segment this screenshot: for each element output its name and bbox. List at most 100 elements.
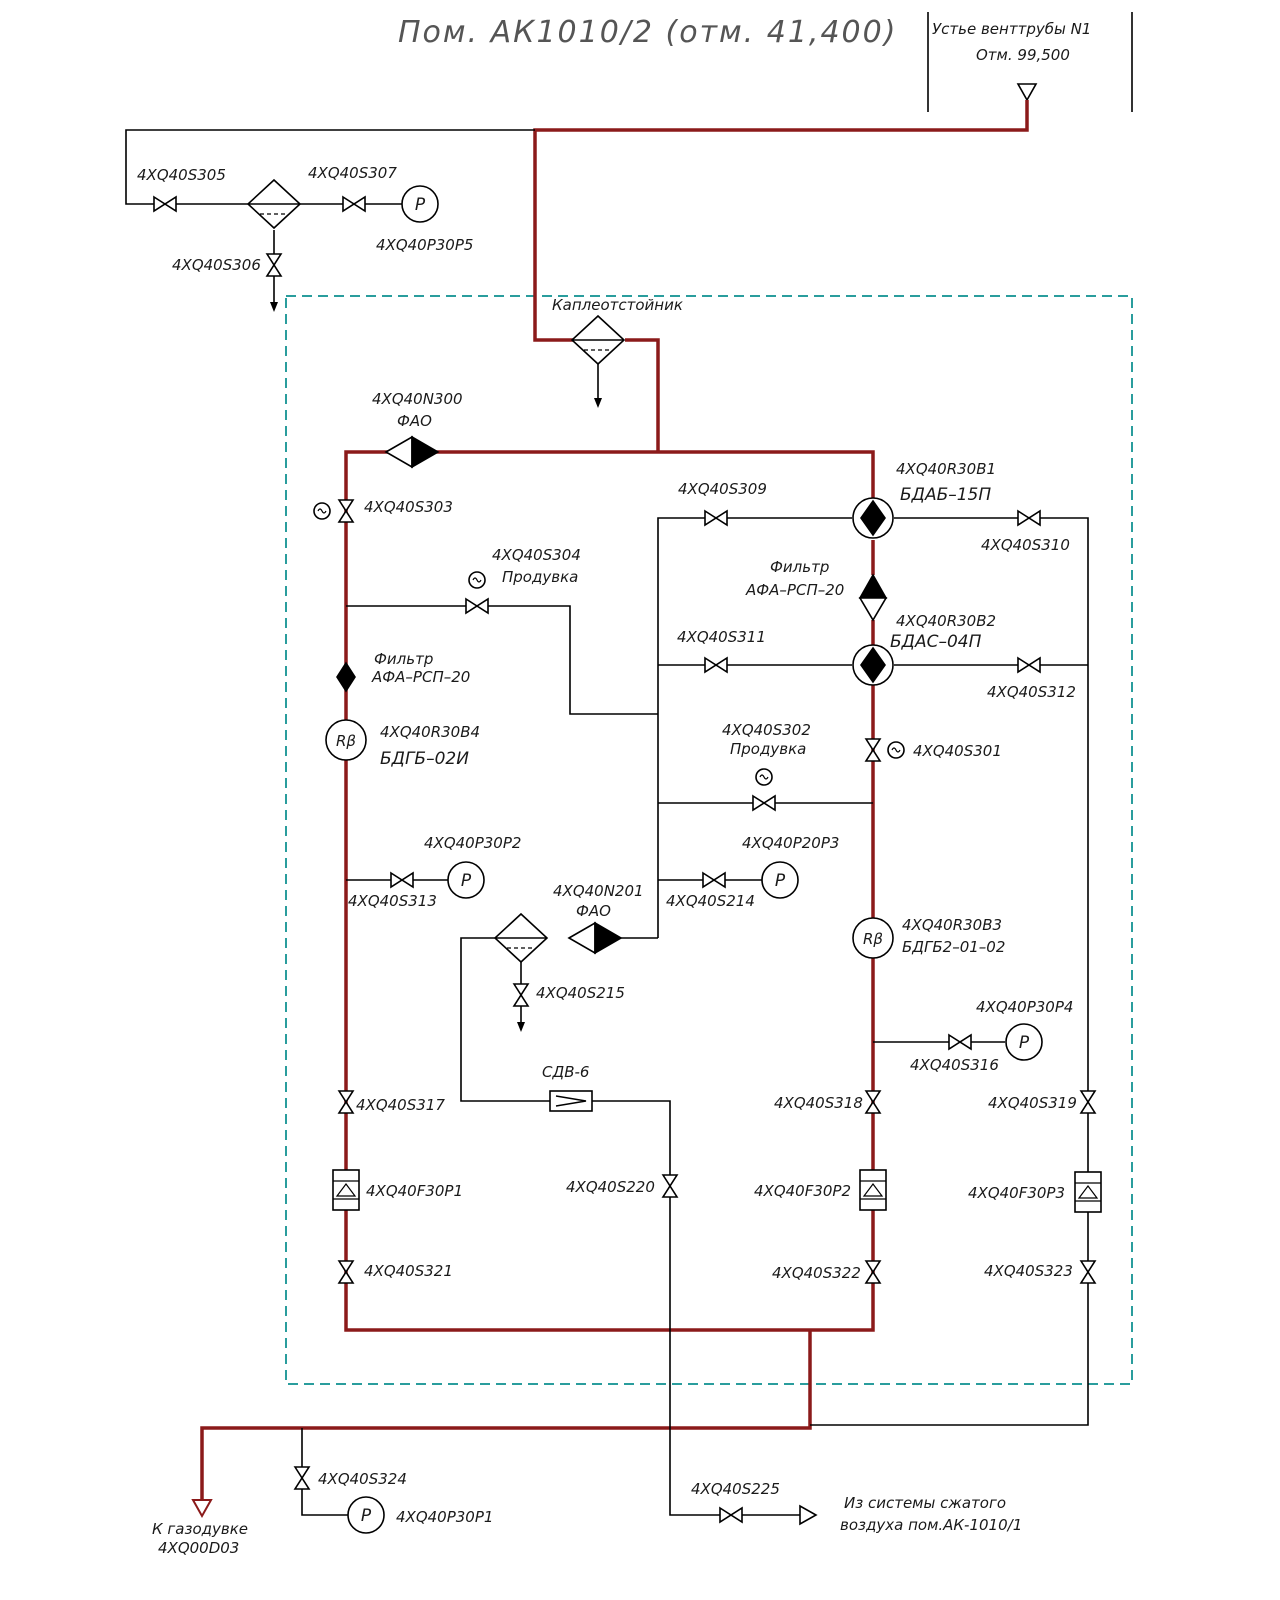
- valve-s321-icon[interactable]: [338, 1260, 354, 1284]
- label-s317: 4XQ40S317: [356, 1096, 445, 1114]
- label-purge-s304: Продувка: [502, 568, 578, 586]
- actuator-s301-icon: [887, 741, 905, 759]
- valve-s215-icon[interactable]: [513, 983, 529, 1007]
- valve-s309-icon[interactable]: [704, 510, 728, 526]
- actuator-s303-icon: [313, 502, 331, 520]
- valve-s307-icon[interactable]: [342, 196, 366, 212]
- label-s220: 4XQ40S220: [566, 1178, 655, 1196]
- flowmeter-f2-icon: [859, 1169, 887, 1211]
- valve-s317-icon[interactable]: [338, 1090, 354, 1114]
- valve-s324-icon[interactable]: [294, 1466, 310, 1490]
- valve-s301-icon[interactable]: [865, 738, 881, 762]
- valve-s318-icon[interactable]: [865, 1090, 881, 1114]
- label-s225: 4XQ40S225: [691, 1480, 780, 1498]
- detector-b1-icon: [852, 497, 894, 539]
- valve-s323-icon[interactable]: [1080, 1260, 1096, 1284]
- label-s306: 4XQ40S306: [172, 256, 261, 274]
- valve-s322-icon[interactable]: [865, 1260, 881, 1284]
- label-b4-tag: 4XQ40R30B4: [380, 723, 480, 741]
- label-p20p3: 4XQ40P20P3: [742, 834, 839, 852]
- sdv6-icon: [549, 1090, 593, 1112]
- detector-b2-icon: [852, 644, 894, 686]
- label-outlet-line2: 4XQ00D03: [158, 1539, 239, 1557]
- label-s305: 4XQ40S305: [137, 166, 226, 184]
- label-s323: 4XQ40S323: [984, 1262, 1073, 1280]
- rb-letter: Rβ: [336, 732, 356, 750]
- label-p30p4: 4XQ40P30P4: [976, 998, 1073, 1016]
- label-s309: 4XQ40S309: [678, 480, 767, 498]
- label-b2-tag: 4XQ40R30B2: [896, 612, 996, 630]
- valve-s214-icon[interactable]: [702, 872, 726, 888]
- label-p30p1: 4XQ40P30P1: [396, 1508, 493, 1526]
- inlet-marker-icon: [799, 1504, 818, 1526]
- actuator-s304-icon: [468, 571, 486, 589]
- label-filter-right-model: АФА–РСП–20: [745, 581, 844, 599]
- label-s312: 4XQ40S312: [987, 683, 1076, 701]
- label-b1-model: БДАБ–15П: [900, 485, 991, 505]
- gauge-letter: P: [415, 195, 426, 215]
- label-s318: 4XQ40S318: [774, 1094, 863, 1112]
- label-n201: 4XQ40N201: [553, 882, 644, 900]
- label-b2-model: БДАС–04П: [890, 632, 982, 652]
- flowmeter-f1-icon: [332, 1169, 360, 1211]
- actuator-s302-icon: [755, 768, 773, 786]
- label-s307: 4XQ40S307: [308, 164, 397, 182]
- valve-s305-icon[interactable]: [153, 196, 177, 212]
- label-s310: 4XQ40S310: [981, 536, 1070, 554]
- label-sdv6: СДВ-6: [542, 1063, 589, 1081]
- fao-n201-icon: [568, 922, 622, 954]
- label-s316: 4XQ40S316: [910, 1056, 999, 1074]
- label-n300: 4XQ40N300: [372, 390, 463, 408]
- label-p30p5: 4XQ40P30P5: [376, 236, 473, 254]
- label-s304: 4XQ40S304: [492, 546, 581, 564]
- label-s313: 4XQ40S313: [348, 892, 437, 910]
- gauge-letter: P: [775, 871, 786, 891]
- label-purge-s302: Продувка: [730, 740, 806, 758]
- label-s215: 4XQ40S215: [536, 984, 625, 1002]
- label-f2: 4XQ40F30P2: [754, 1182, 851, 1200]
- valve-s306-icon[interactable]: [266, 253, 282, 277]
- vent-line1: Устье венттрубы N1: [932, 20, 1091, 38]
- room-boundary: [285, 295, 1133, 1385]
- gauge-letter: P: [361, 1506, 372, 1526]
- label-b1-tag: 4XQ40R30B1: [896, 460, 996, 478]
- label-inlet-line1: Из системы сжатого: [844, 1494, 1006, 1512]
- label-f1: 4XQ40F30P1: [366, 1182, 463, 1200]
- label-s321: 4XQ40S321: [364, 1262, 453, 1280]
- label-s303: 4XQ40S303: [364, 498, 453, 516]
- label-outlet-line1: К газодувке: [152, 1520, 248, 1538]
- label-b3-tag: 4XQ40R30B3: [902, 916, 1002, 934]
- drop-settler-icon: [571, 315, 625, 365]
- vent-line2: Отм. 99,500: [976, 46, 1070, 64]
- label-dropsettler: Каплеотстойник: [552, 296, 683, 314]
- label-filter-left-model: АФА–РСП–20: [371, 668, 470, 686]
- page-title: Пом. АК1010/2 (отм. 41,400): [398, 15, 897, 50]
- label-s302: 4XQ40S302: [722, 721, 811, 739]
- valve-s313-icon[interactable]: [390, 872, 414, 888]
- valve-s311-icon[interactable]: [704, 657, 728, 673]
- valve-s225-icon[interactable]: [719, 1507, 743, 1523]
- label-fao-n201: ФАО: [576, 902, 611, 920]
- valve-s316-icon[interactable]: [948, 1034, 972, 1050]
- valve-s319-icon[interactable]: [1080, 1090, 1096, 1114]
- label-inlet-line2: воздуха пом.АК-1010/1: [840, 1516, 1022, 1534]
- label-f3: 4XQ40F30P3: [968, 1184, 1065, 1202]
- valve-s220-icon[interactable]: [662, 1174, 678, 1198]
- valve-s310-icon[interactable]: [1017, 510, 1041, 526]
- fao-n300-icon: [385, 436, 439, 468]
- gauge-letter: P: [1019, 1033, 1030, 1053]
- label-s322: 4XQ40S322: [772, 1264, 861, 1282]
- label-b4-model: БДГБ–02И: [380, 749, 469, 769]
- rb-letter: Rβ: [863, 930, 883, 948]
- valve-s303-icon[interactable]: [338, 499, 354, 523]
- filter-top-icon: [247, 179, 301, 229]
- valve-s312-icon[interactable]: [1017, 657, 1041, 673]
- label-s319: 4XQ40S319: [988, 1094, 1077, 1112]
- filter-right-icon: [858, 573, 888, 622]
- label-b3-model: БДГБ2–01–02: [902, 938, 1005, 956]
- valve-s304-icon[interactable]: [465, 598, 489, 614]
- label-s214: 4XQ40S214: [666, 892, 755, 910]
- valve-s302-icon[interactable]: [752, 795, 776, 811]
- label-p30p2: 4XQ40P30P2: [424, 834, 521, 852]
